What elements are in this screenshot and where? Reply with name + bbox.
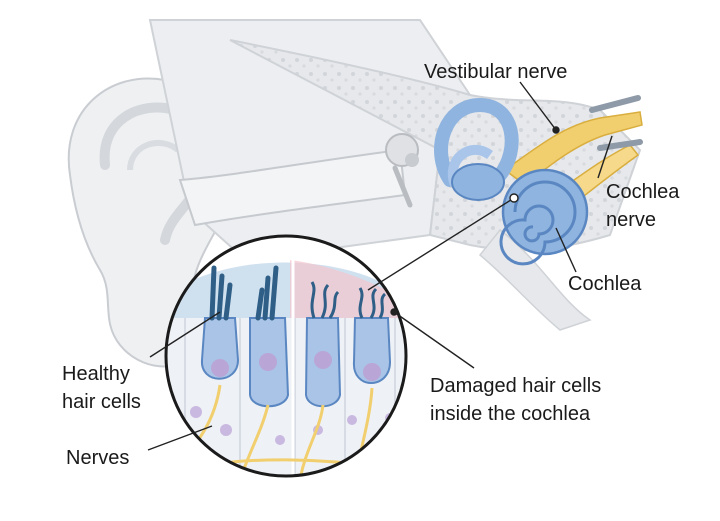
leader-lines (147, 81, 613, 451)
inner-ear (434, 97, 589, 266)
label-damaged-line1: Damaged hair cells (430, 375, 602, 397)
label-vestibular-nerve: Vestibular nerve (424, 61, 568, 83)
healthy-hair-cell-left (200, 265, 240, 380)
label-cochlea-nerve-line1: Cochlea (606, 181, 680, 203)
label-nerves: Nerves (66, 447, 130, 469)
label-healthy-line2: hair cells (62, 391, 141, 413)
label-healthy-line1: Healthy (62, 363, 130, 385)
ossicles (385, 133, 419, 208)
magnified-hair-cells (164, 234, 408, 478)
healthy-hair-cell-right (249, 265, 290, 408)
label-cochlea: Cochlea (568, 273, 642, 295)
damaged-hair-cell-left (304, 281, 342, 408)
label-cochlea-nerve-line2: nerve (606, 209, 657, 231)
label-damaged-line2: inside the cochlea (430, 403, 591, 425)
damaged-hair-cell-right (352, 287, 392, 384)
